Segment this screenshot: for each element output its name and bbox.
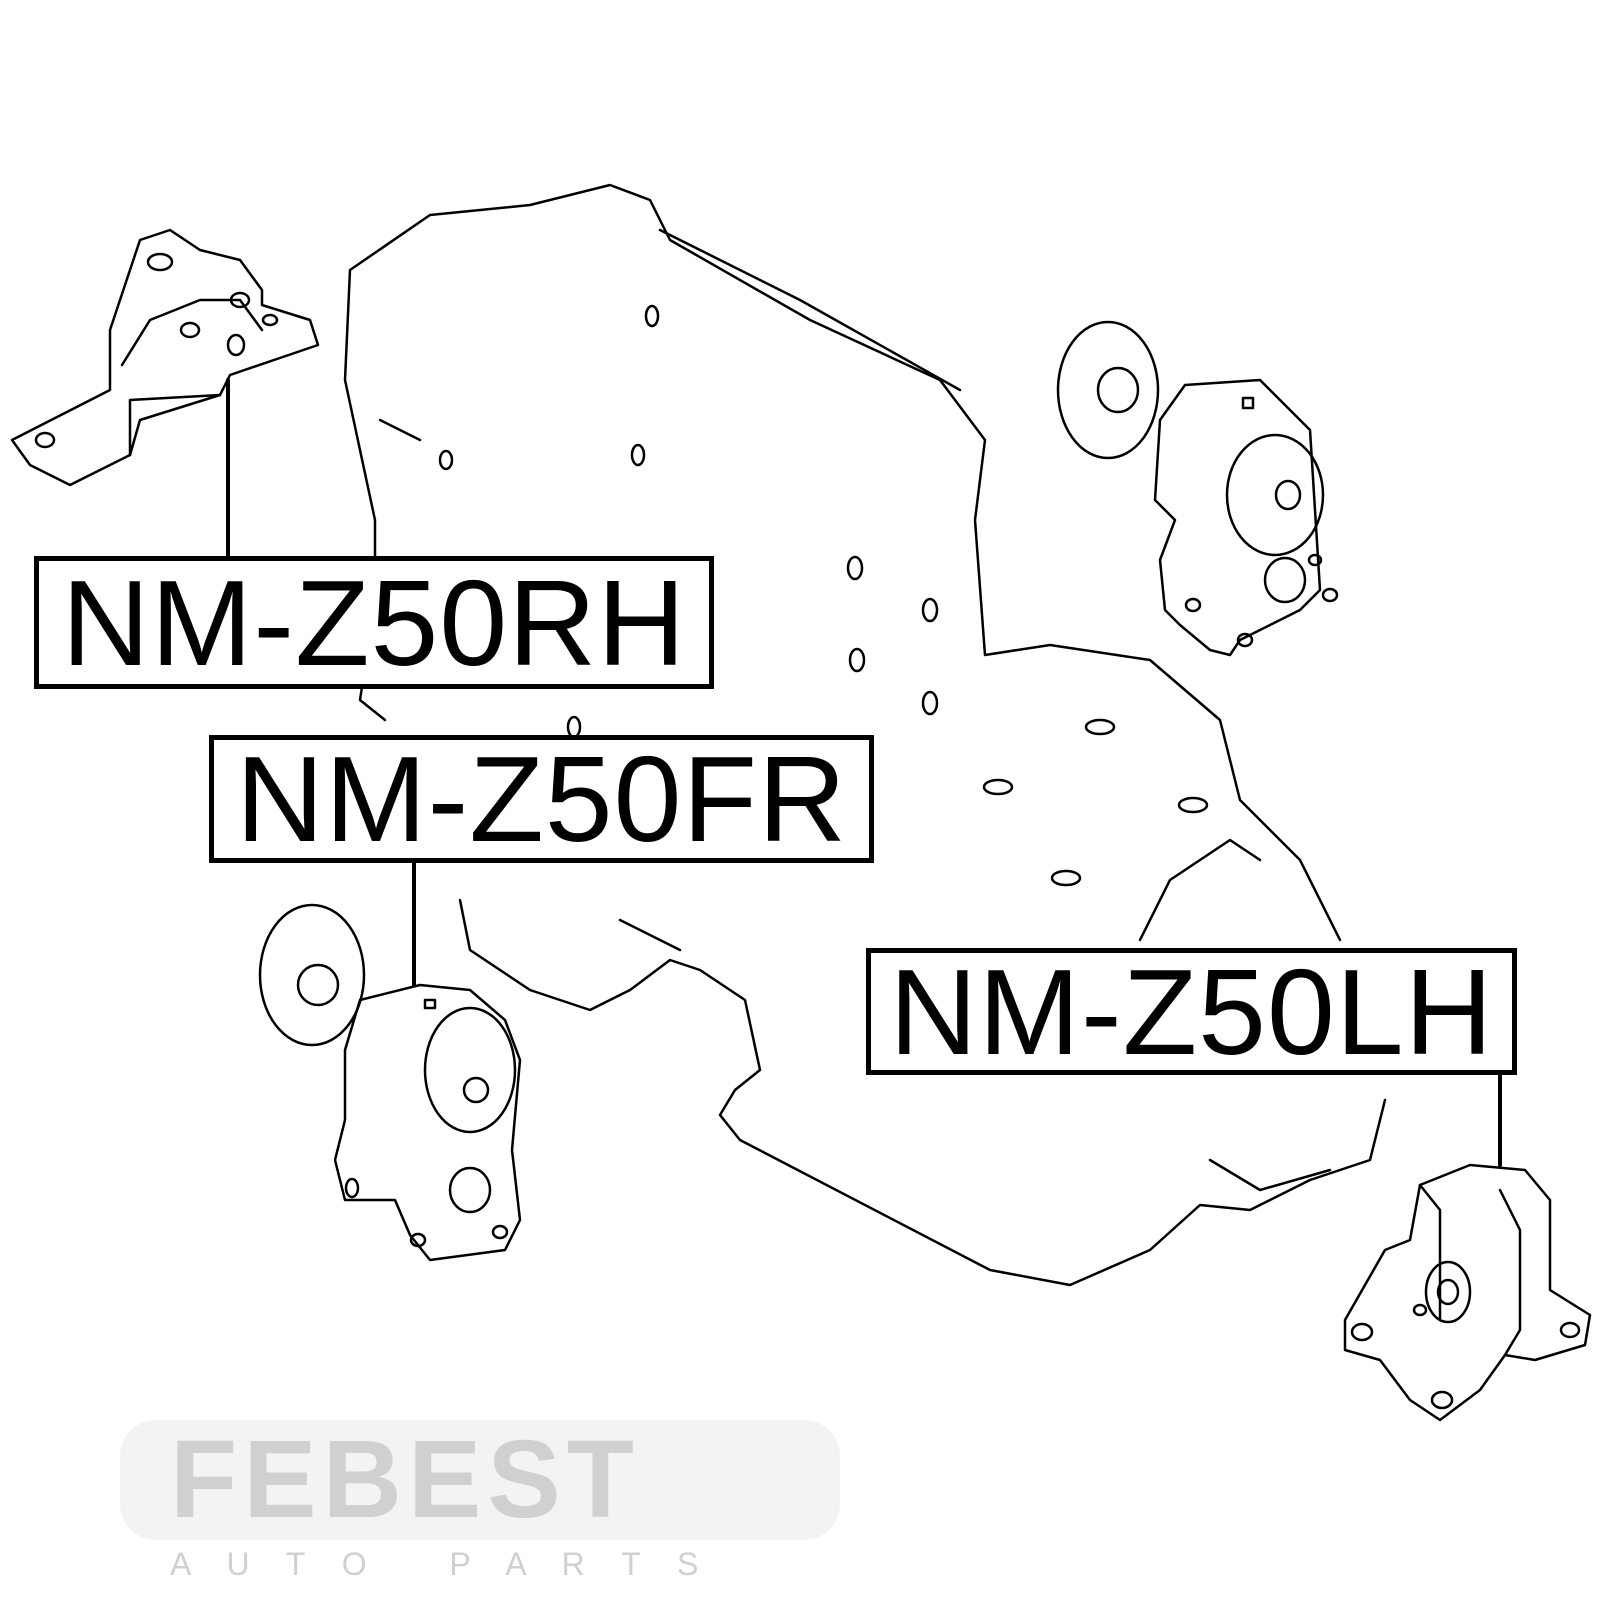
part-label-fr: NM-Z50FR — [209, 735, 874, 863]
engine-bolt-holes — [438, 304, 1209, 887]
watermark-brand: FEBEST — [170, 1418, 640, 1541]
lh-mount-illustration — [1343, 1163, 1592, 1422]
part-label-rh: NM-Z50RH — [34, 556, 714, 689]
part-label-lh: NM-Z50LH — [866, 948, 1517, 1075]
fr-mount-illustration — [258, 903, 522, 1262]
watermark-background — [120, 1420, 840, 1540]
watermark-tagline: A U T O P A R T S — [170, 1546, 713, 1582]
rh-mount-illustration — [10, 228, 320, 487]
upper-right-mount-illustration — [1056, 320, 1339, 657]
engine-inner-line — [378, 228, 1332, 1192]
